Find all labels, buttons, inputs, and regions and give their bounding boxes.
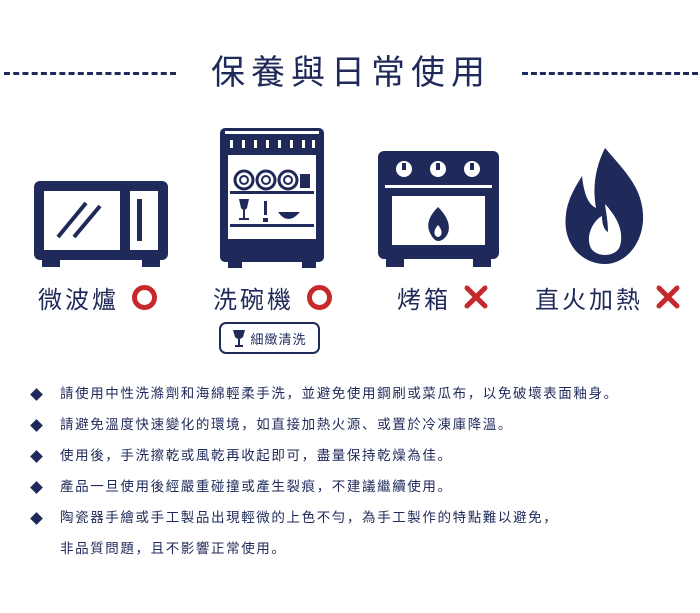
page-title: 保養與日常使用 <box>211 53 491 93</box>
appliance-label-text: 烤箱 <box>397 285 451 314</box>
circle-allowed-icon <box>307 284 332 310</box>
diamond-bullet-icon <box>30 512 43 525</box>
dashed-divider-left <box>4 72 176 75</box>
microwave-icon <box>34 181 168 267</box>
oven-icon <box>378 151 499 267</box>
appliance-label-flame: 直火加熱 <box>535 277 681 317</box>
appliance-label-text: 微波爐 <box>38 285 119 314</box>
cross-not-allowed-icon <box>656 285 680 309</box>
note-text: 請使用中性洗滌劑和海綿輕柔手洗，並避免使用鋼刷或菜瓜布，以免破壞表面釉身。 <box>60 386 619 402</box>
diamond-bullet-icon <box>30 388 43 401</box>
diamond-bullet-icon <box>30 419 43 432</box>
badge-label: 細緻清洗 <box>250 332 307 348</box>
note-text: 使用後，手洗擦乾或風乾再收起即可，盡量保持乾燥為佳。 <box>60 448 453 464</box>
list-item: 請避免溫度快速變化的環境，如直接加熱火源、或置於冷凍庫降溫。 <box>28 415 700 446</box>
wine-glass-icon <box>233 329 246 347</box>
dishwasher-icon <box>220 128 324 268</box>
appliance-label-microwave: 微波爐 <box>38 277 158 317</box>
appliance-label-text: 洗碗機 <box>213 285 294 314</box>
note-text: 陶瓷器手繪或手工製品出現輕微的上色不勻，為手工製作的特點難以避免， <box>60 510 559 526</box>
note-text: 產品一旦使用後經嚴重碰撞或產生裂痕，不建議繼續使用。 <box>60 479 453 495</box>
diamond-bullet-icon <box>30 481 43 494</box>
flame-icon <box>565 148 644 264</box>
list-item: 產品一旦使用後經嚴重碰撞或產生裂痕，不建議繼續使用。 <box>28 477 700 508</box>
care-notes-list: 請使用中性洗滌劑和海綿輕柔手洗，並避免使用鋼刷或菜瓜布，以免破壞表面釉身。 請避… <box>28 384 700 570</box>
appliance-label-dishwasher: 洗碗機 <box>213 277 333 317</box>
circle-allowed-icon <box>132 284 157 310</box>
list-item-continuation: 非品質問題，且不影響正常使用。 <box>28 539 700 570</box>
diamond-bullet-icon <box>30 450 43 463</box>
list-item: 請使用中性洗滌劑和海綿輕柔手洗，並避免使用鋼刷或菜瓜布，以免破壞表面釉身。 <box>28 384 700 415</box>
note-text: 非品質問題，且不影響正常使用。 <box>60 541 287 557</box>
appliance-label-text: 直火加熱 <box>535 285 643 314</box>
section-header: 保養與日常使用 <box>0 48 700 98</box>
cross-not-allowed-icon <box>464 285 488 309</box>
list-item: 使用後，手洗擦乾或風乾再收起即可，盡量保持乾燥為佳。 <box>28 446 700 477</box>
appliance-label-oven: 烤箱 <box>397 277 489 317</box>
dashed-divider-right <box>522 72 698 75</box>
list-item: 陶瓷器手繪或手工製品出現輕微的上色不勻，為手工製作的特點難以避免， <box>28 508 700 539</box>
gentle-wash-badge: 細緻清洗 <box>219 322 320 354</box>
note-text: 請避免溫度快速變化的環境，如直接加熱火源、或置於冷凍庫降溫。 <box>60 417 513 433</box>
